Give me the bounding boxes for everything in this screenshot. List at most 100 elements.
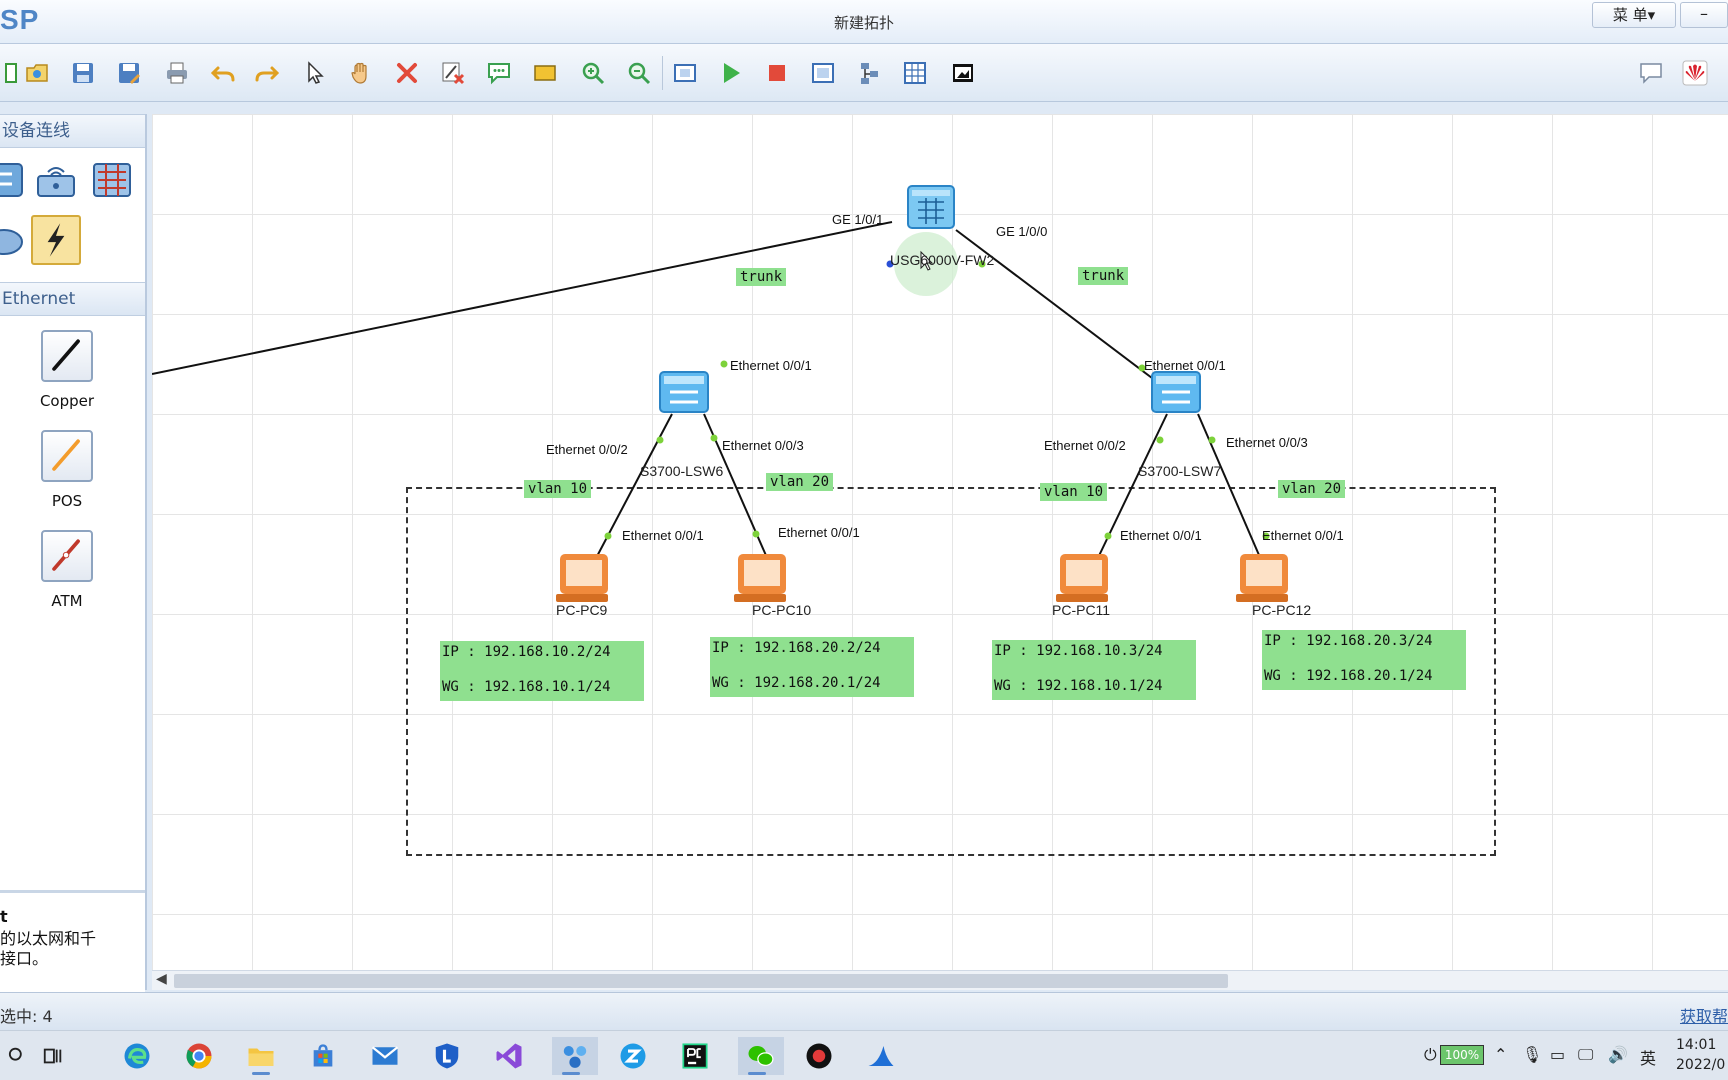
horizontal-scrollbar[interactable]: ◀ <box>152 970 1728 990</box>
stop-device-icon[interactable] <box>762 58 792 88</box>
mail-icon[interactable] <box>366 1037 404 1075</box>
save-icon[interactable] <box>68 58 98 88</box>
switch-lsw7-icon[interactable] <box>1151 371 1201 413</box>
save-as-icon[interactable] <box>114 58 144 88</box>
pc11-icon[interactable] <box>1056 554 1108 602</box>
chrome-browser-icon[interactable] <box>180 1037 218 1075</box>
tray-expand-icon[interactable]: ⌃ <box>1494 1045 1508 1064</box>
undo-icon[interactable] <box>208 58 238 88</box>
firewall-category-icon[interactable] <box>90 158 134 202</box>
pycharm-icon[interactable] <box>676 1037 714 1075</box>
link-lsw7-pc12[interactable] <box>1197 413 1263 563</box>
rectangle-icon[interactable] <box>530 58 560 88</box>
pan-hand-icon[interactable] <box>346 58 376 88</box>
network-icon[interactable]: 🖵 <box>1578 1045 1594 1064</box>
open-icon[interactable] <box>22 58 52 88</box>
lsw7-name[interactable]: S3700-LSW7 <box>1138 463 1222 479</box>
select-pointer-icon[interactable] <box>300 58 330 88</box>
minimize-button[interactable]: – <box>1680 2 1728 28</box>
firewall-name[interactable]: USG6000V-FW2 <box>890 252 995 268</box>
battery-status-icon[interactable]: ▭ <box>1550 1045 1566 1064</box>
fit-view-icon[interactable] <box>670 58 700 88</box>
delete-link-icon[interactable] <box>438 58 468 88</box>
trunk-right-tag[interactable]: trunk <box>1078 267 1129 285</box>
zeal-app-icon[interactable] <box>614 1037 652 1075</box>
pc12-name[interactable]: PC-PC12 <box>1252 602 1312 618</box>
power-plug-icon[interactable]: ⏻ <box>1424 1045 1437 1064</box>
grid-icon[interactable] <box>900 58 930 88</box>
zoom-out-icon[interactable] <box>624 58 654 88</box>
search-icon[interactable] <box>0 1037 38 1075</box>
topology-icon[interactable] <box>854 58 884 88</box>
pos-cable-label: POS <box>51 492 83 510</box>
clock[interactable]: 14:01 2022/0 <box>1676 1035 1725 1075</box>
feedback-icon[interactable] <box>1636 58 1666 88</box>
capture-icon[interactable] <box>808 58 838 88</box>
battery-indicator[interactable]: 100% <box>1440 1045 1484 1065</box>
pc11-ip-note[interactable]: IP : 192.168.10.3/24 WG : 192.168.10.1/2… <box>992 640 1196 700</box>
pc10-ip-text: IP : 192.168.20.2/24 <box>712 640 881 656</box>
edge-browser-icon[interactable] <box>118 1037 156 1075</box>
pos-cable-icon[interactable] <box>41 430 93 482</box>
atm-cable-icon[interactable] <box>41 530 93 582</box>
cloud-category-icon[interactable] <box>0 218 26 262</box>
huawei-logo-icon[interactable] <box>1680 58 1710 88</box>
pc10-name[interactable]: PC-PC10 <box>752 602 812 618</box>
pc10-icon[interactable] <box>734 554 786 602</box>
connection-category-icon[interactable] <box>31 215 81 265</box>
lsw6-uplink-label: Ethernet 0/0/1 <box>730 358 812 373</box>
zoom-in-icon[interactable] <box>578 58 608 88</box>
new-topology-icon[interactable] <box>0 58 24 88</box>
toolbar <box>0 44 1728 102</box>
port-dot <box>1156 436 1164 444</box>
redo-icon[interactable] <box>252 58 282 88</box>
ensp-app-icon[interactable] <box>552 1037 598 1075</box>
link-fw-lsw7[interactable] <box>955 229 1153 379</box>
scrollbar-thumb[interactable] <box>174 974 1228 988</box>
volume-icon[interactable]: 🔊 <box>1608 1045 1628 1064</box>
ms-store-icon[interactable] <box>304 1037 342 1075</box>
copper-cable-icon[interactable] <box>41 330 93 382</box>
pc9-name[interactable]: PC-PC9 <box>556 602 608 618</box>
pc9-ip-note[interactable]: IP : 192.168.10.2/24 WG : 192.168.10.1/2… <box>440 641 644 701</box>
security-shield-icon[interactable] <box>428 1037 466 1075</box>
pc12-ip-note[interactable]: IP : 192.168.20.3/24 WG : 192.168.20.1/2… <box>1262 630 1466 690</box>
pc10-ip-note[interactable]: IP : 192.168.20.2/24 WG : 192.168.20.1/2… <box>710 637 914 697</box>
screen-recorder-icon[interactable] <box>800 1037 838 1075</box>
vlan-tag-pc12[interactable]: vlan 20 <box>1278 480 1346 498</box>
wireless-category-icon[interactable] <box>34 158 78 202</box>
vlan-tag-pc10[interactable]: vlan 20 <box>766 473 834 491</box>
router-category-icon[interactable] <box>0 158 26 202</box>
vlan-tag-pc9[interactable]: vlan 10 <box>524 480 592 498</box>
screenshot-icon[interactable] <box>948 58 978 88</box>
wechat-icon[interactable] <box>738 1037 784 1075</box>
section-devices-header[interactable]: 设备连线 <box>0 114 145 148</box>
start-device-icon[interactable] <box>716 58 746 88</box>
wireshark-icon[interactable] <box>862 1037 900 1075</box>
delete-icon[interactable] <box>392 58 422 88</box>
firewall-icon[interactable] <box>907 185 955 229</box>
scroll-left-icon[interactable]: ◀ <box>156 971 167 987</box>
port-dot <box>1262 532 1270 540</box>
lsw6-name[interactable]: S3700-LSW6 <box>640 463 724 479</box>
pc12-icon[interactable] <box>1236 554 1288 602</box>
link-fw-lsw6[interactable] <box>152 221 893 375</box>
section-ethernet-header[interactable]: Ethernet <box>0 282 145 316</box>
topology-canvas[interactable]: GE 1/0/1 GE 1/0/0 USG6000V-FW2 trunk tru… <box>152 114 1728 972</box>
vlan-tag-pc11[interactable]: vlan 10 <box>1040 483 1108 501</box>
pc11-name[interactable]: PC-PC11 <box>1052 602 1111 618</box>
text-note-icon[interactable] <box>484 58 514 88</box>
microphone-icon[interactable]: 🎙 <box>1522 1045 1543 1064</box>
visual-studio-icon[interactable] <box>490 1037 528 1075</box>
trunk-left-tag[interactable]: trunk <box>736 268 787 286</box>
menu-button[interactable]: 菜 单▾ <box>1592 2 1676 28</box>
pc10-port-label: Ethernet 0/0/1 <box>778 525 860 540</box>
window-title: 新建拓扑 <box>833 14 894 32</box>
help-link[interactable]: 获取帮 <box>1679 1007 1728 1026</box>
file-explorer-icon[interactable] <box>242 1037 280 1075</box>
ime-indicator[interactable]: 英 <box>1640 1049 1657 1068</box>
print-icon[interactable] <box>162 58 192 88</box>
switch-lsw6-icon[interactable] <box>659 371 709 413</box>
pc9-icon[interactable] <box>556 554 608 602</box>
task-view-icon[interactable] <box>34 1037 72 1075</box>
